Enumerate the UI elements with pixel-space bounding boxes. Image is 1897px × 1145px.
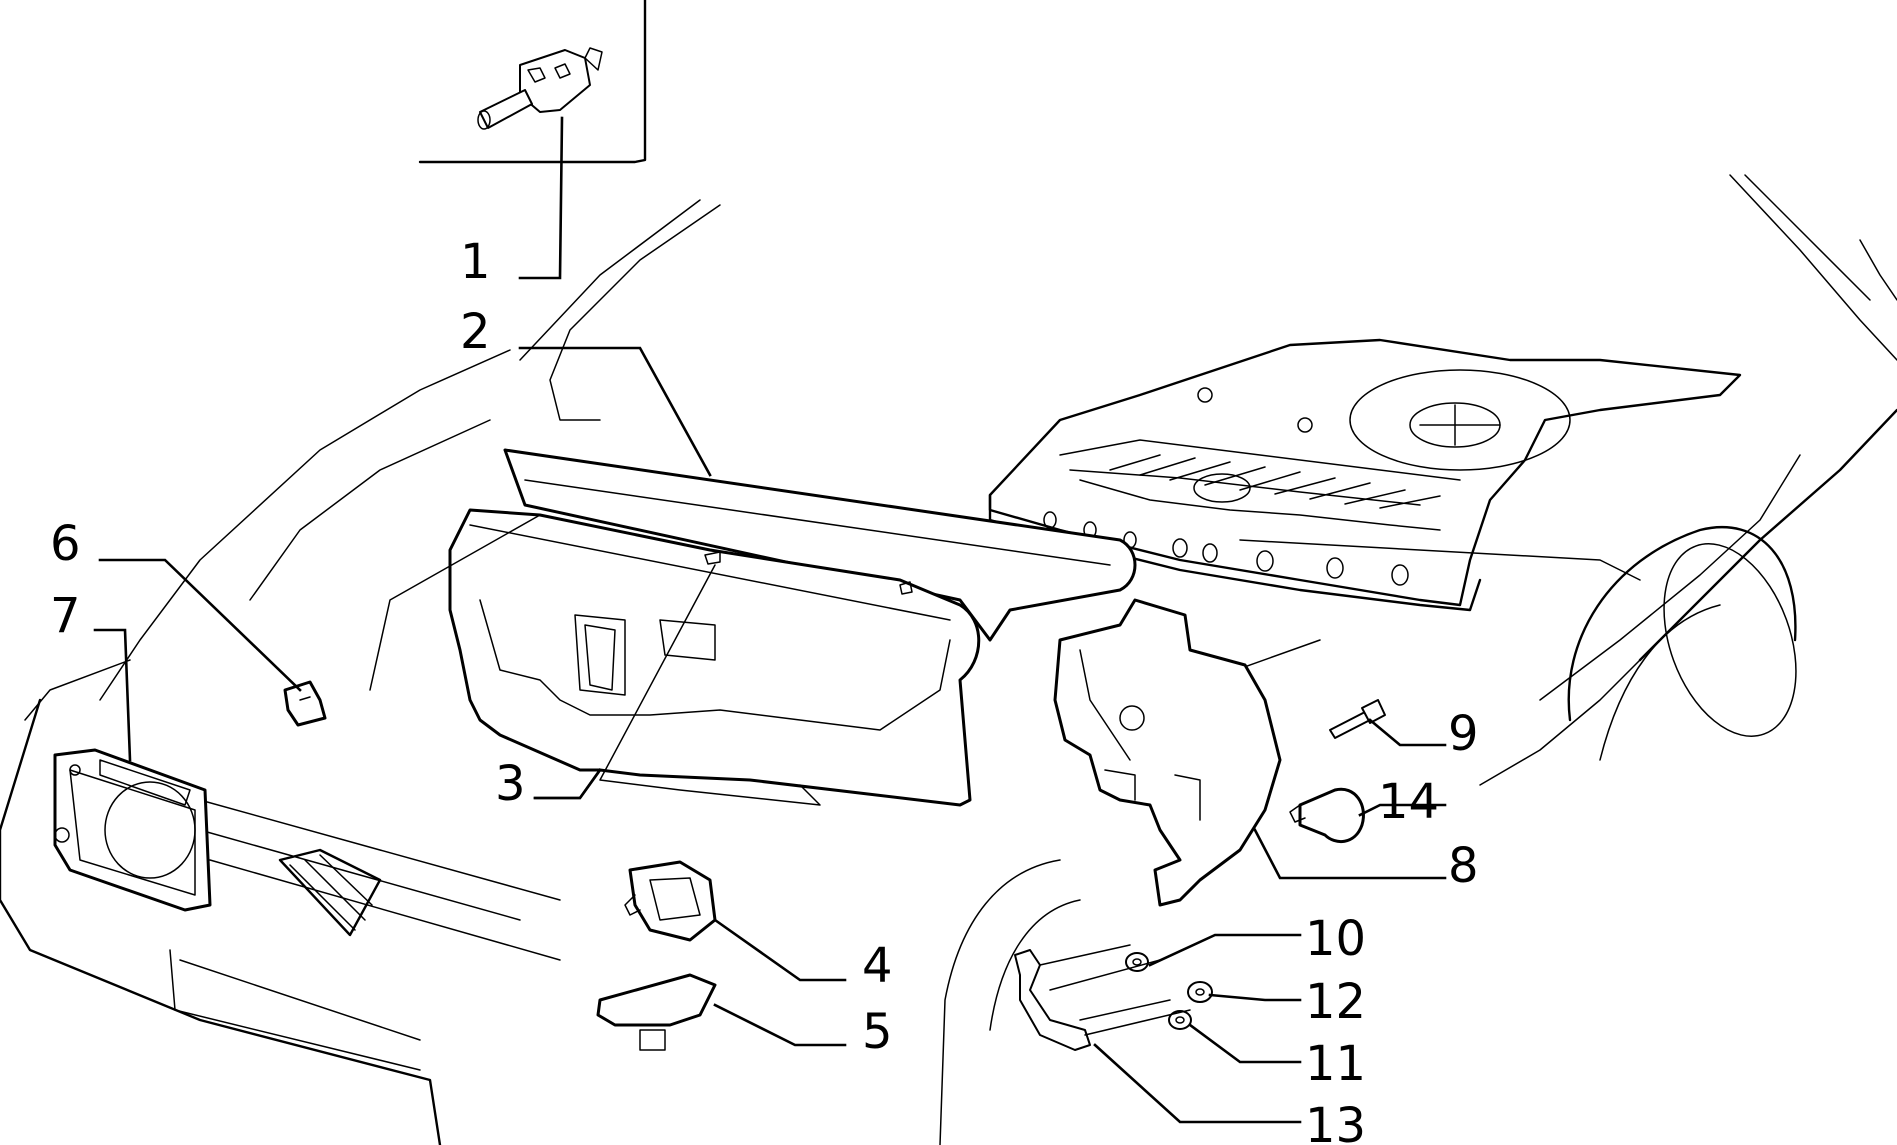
leader-lines	[93, 116, 1447, 1124]
callout-1: 1	[460, 234, 491, 290]
part-14-clip	[1289, 787, 1365, 844]
part-4-lock-bracket	[624, 860, 717, 942]
part-3-lid-panel	[448, 508, 981, 807]
callout-5: 5	[862, 1004, 893, 1060]
part-8-side-trim	[1053, 598, 1282, 907]
callout-13: 13	[1305, 1098, 1366, 1145]
inset-detail-box	[418, 0, 647, 164]
callout-6: 6	[50, 516, 81, 572]
vehicle-body-outline	[0, 174, 1897, 1145]
callout-3: 3	[495, 756, 526, 812]
callout-labels: 1 2 3 4 5 6 7 8 9 10 11 12 13 14	[50, 234, 1479, 1145]
part-11-washer	[1168, 1010, 1192, 1030]
part-9-screw	[1329, 699, 1386, 739]
callout-2: 2	[460, 304, 491, 360]
part-13-bracket	[1014, 944, 1191, 1051]
callout-12: 12	[1305, 974, 1366, 1030]
callout-4: 4	[862, 938, 893, 994]
callout-11: 11	[1305, 1036, 1366, 1092]
callout-10: 10	[1305, 911, 1366, 967]
callout-14: 14	[1378, 774, 1439, 830]
boot-floor-pan	[988, 338, 1742, 612]
callout-8: 8	[1448, 838, 1479, 894]
part-12-nut	[1187, 981, 1213, 1003]
part-10-nut	[1125, 952, 1149, 972]
part-5-cover	[596, 973, 717, 1051]
part-2-trim-strip	[503, 448, 1137, 642]
callout-9: 9	[1448, 706, 1479, 762]
part-6-clip	[283, 680, 327, 727]
callout-7: 7	[50, 588, 81, 644]
